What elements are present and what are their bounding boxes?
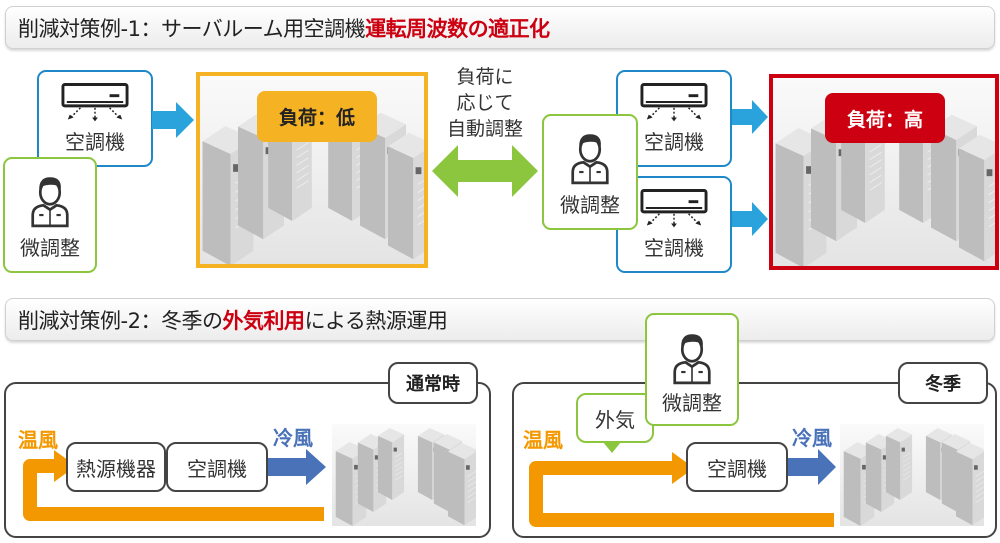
arrow-right-icon [732,100,768,134]
heat-source-box: 熱源機器 [66,442,166,492]
aircon-box: 空調機 [686,442,788,492]
server-room-high-load: 負荷：高 [769,74,999,270]
section1-title-highlight: 運転周波数の適正化 [365,16,550,41]
warm-air-label: 温風 [523,428,563,452]
person-label: 微調整 [560,193,620,217]
person-icon [568,131,612,185]
air-conditioner-icon [61,82,129,122]
section2-title: 削減対策例-2：冬季の [18,308,223,333]
load-high-badge: 負荷：高 [825,93,945,143]
winter-operation-panel [512,382,997,538]
warm-air-loop-arrow [23,450,324,521]
server-room-winter [840,424,984,526]
server-room-normal [332,424,476,526]
caption-line1: 負荷に [456,66,514,88]
person-box-left: 微調整 [3,157,97,273]
person-icon [28,174,72,228]
section1-title: 削減対策例-1：サーバルーム用空調機 [18,16,366,41]
normal-tag: 通常時 [388,362,478,404]
aircon-box-left: 空調機 [37,70,153,167]
warm-air-label: 温風 [18,428,58,452]
aircon-box: 空調機 [166,442,268,492]
person-icon [670,331,714,385]
cool-air-label: 冷風 [792,426,832,450]
winter-tag: 冬季 [898,362,988,404]
air-conditioner-icon [640,82,708,122]
aircon-label: 空調機 [65,130,125,154]
section1-header: 削減対策例-1：サーバルーム用空調機 運転周波数の適正化 [5,6,995,49]
section2-title-highlight: 外気利用 [222,308,305,333]
caption-line3: 自動調整 [446,118,523,140]
load-low-badge: 負荷：低 [257,91,377,142]
person-box-right-overlay: 微調整 [542,114,638,230]
outside-air-bubble: 外気 [576,393,654,443]
cool-air-arrow [788,449,836,485]
double-arrow-icon [432,145,538,197]
arrow-right-icon [732,202,768,236]
aircon-label: 空調機 [644,236,704,260]
bubble-pointer-icon [603,442,621,453]
section2-header: 削減対策例-2：冬季の 外気利用 による熱源運用 [5,298,995,341]
cool-air-arrow [268,449,326,485]
server-rack-group-icon [335,428,476,526]
section2-title-suffix: による熱源運用 [304,308,448,333]
server-room-low-load: 負荷：低 [196,72,428,268]
auto-adjust-caption: 負荷に 応じて 自動調整 [432,64,538,142]
person-box-winter: 微調整 [645,313,739,426]
warm-air-loop-arrow [529,452,834,527]
person-label: 微調整 [662,391,722,415]
person-label: 微調整 [20,236,80,260]
caption-line2: 応じて [456,92,514,114]
outside-air-label: 外気 [595,407,635,432]
arrow-right-icon [152,102,194,138]
aircon-box-right-top: 空調機 [616,70,732,167]
cool-air-label: 冷風 [273,426,313,450]
aircon-label: 空調機 [644,130,704,154]
air-conditioner-icon [640,188,708,228]
normal-operation-panel [4,382,491,538]
server-rack-group-icon [843,428,984,526]
